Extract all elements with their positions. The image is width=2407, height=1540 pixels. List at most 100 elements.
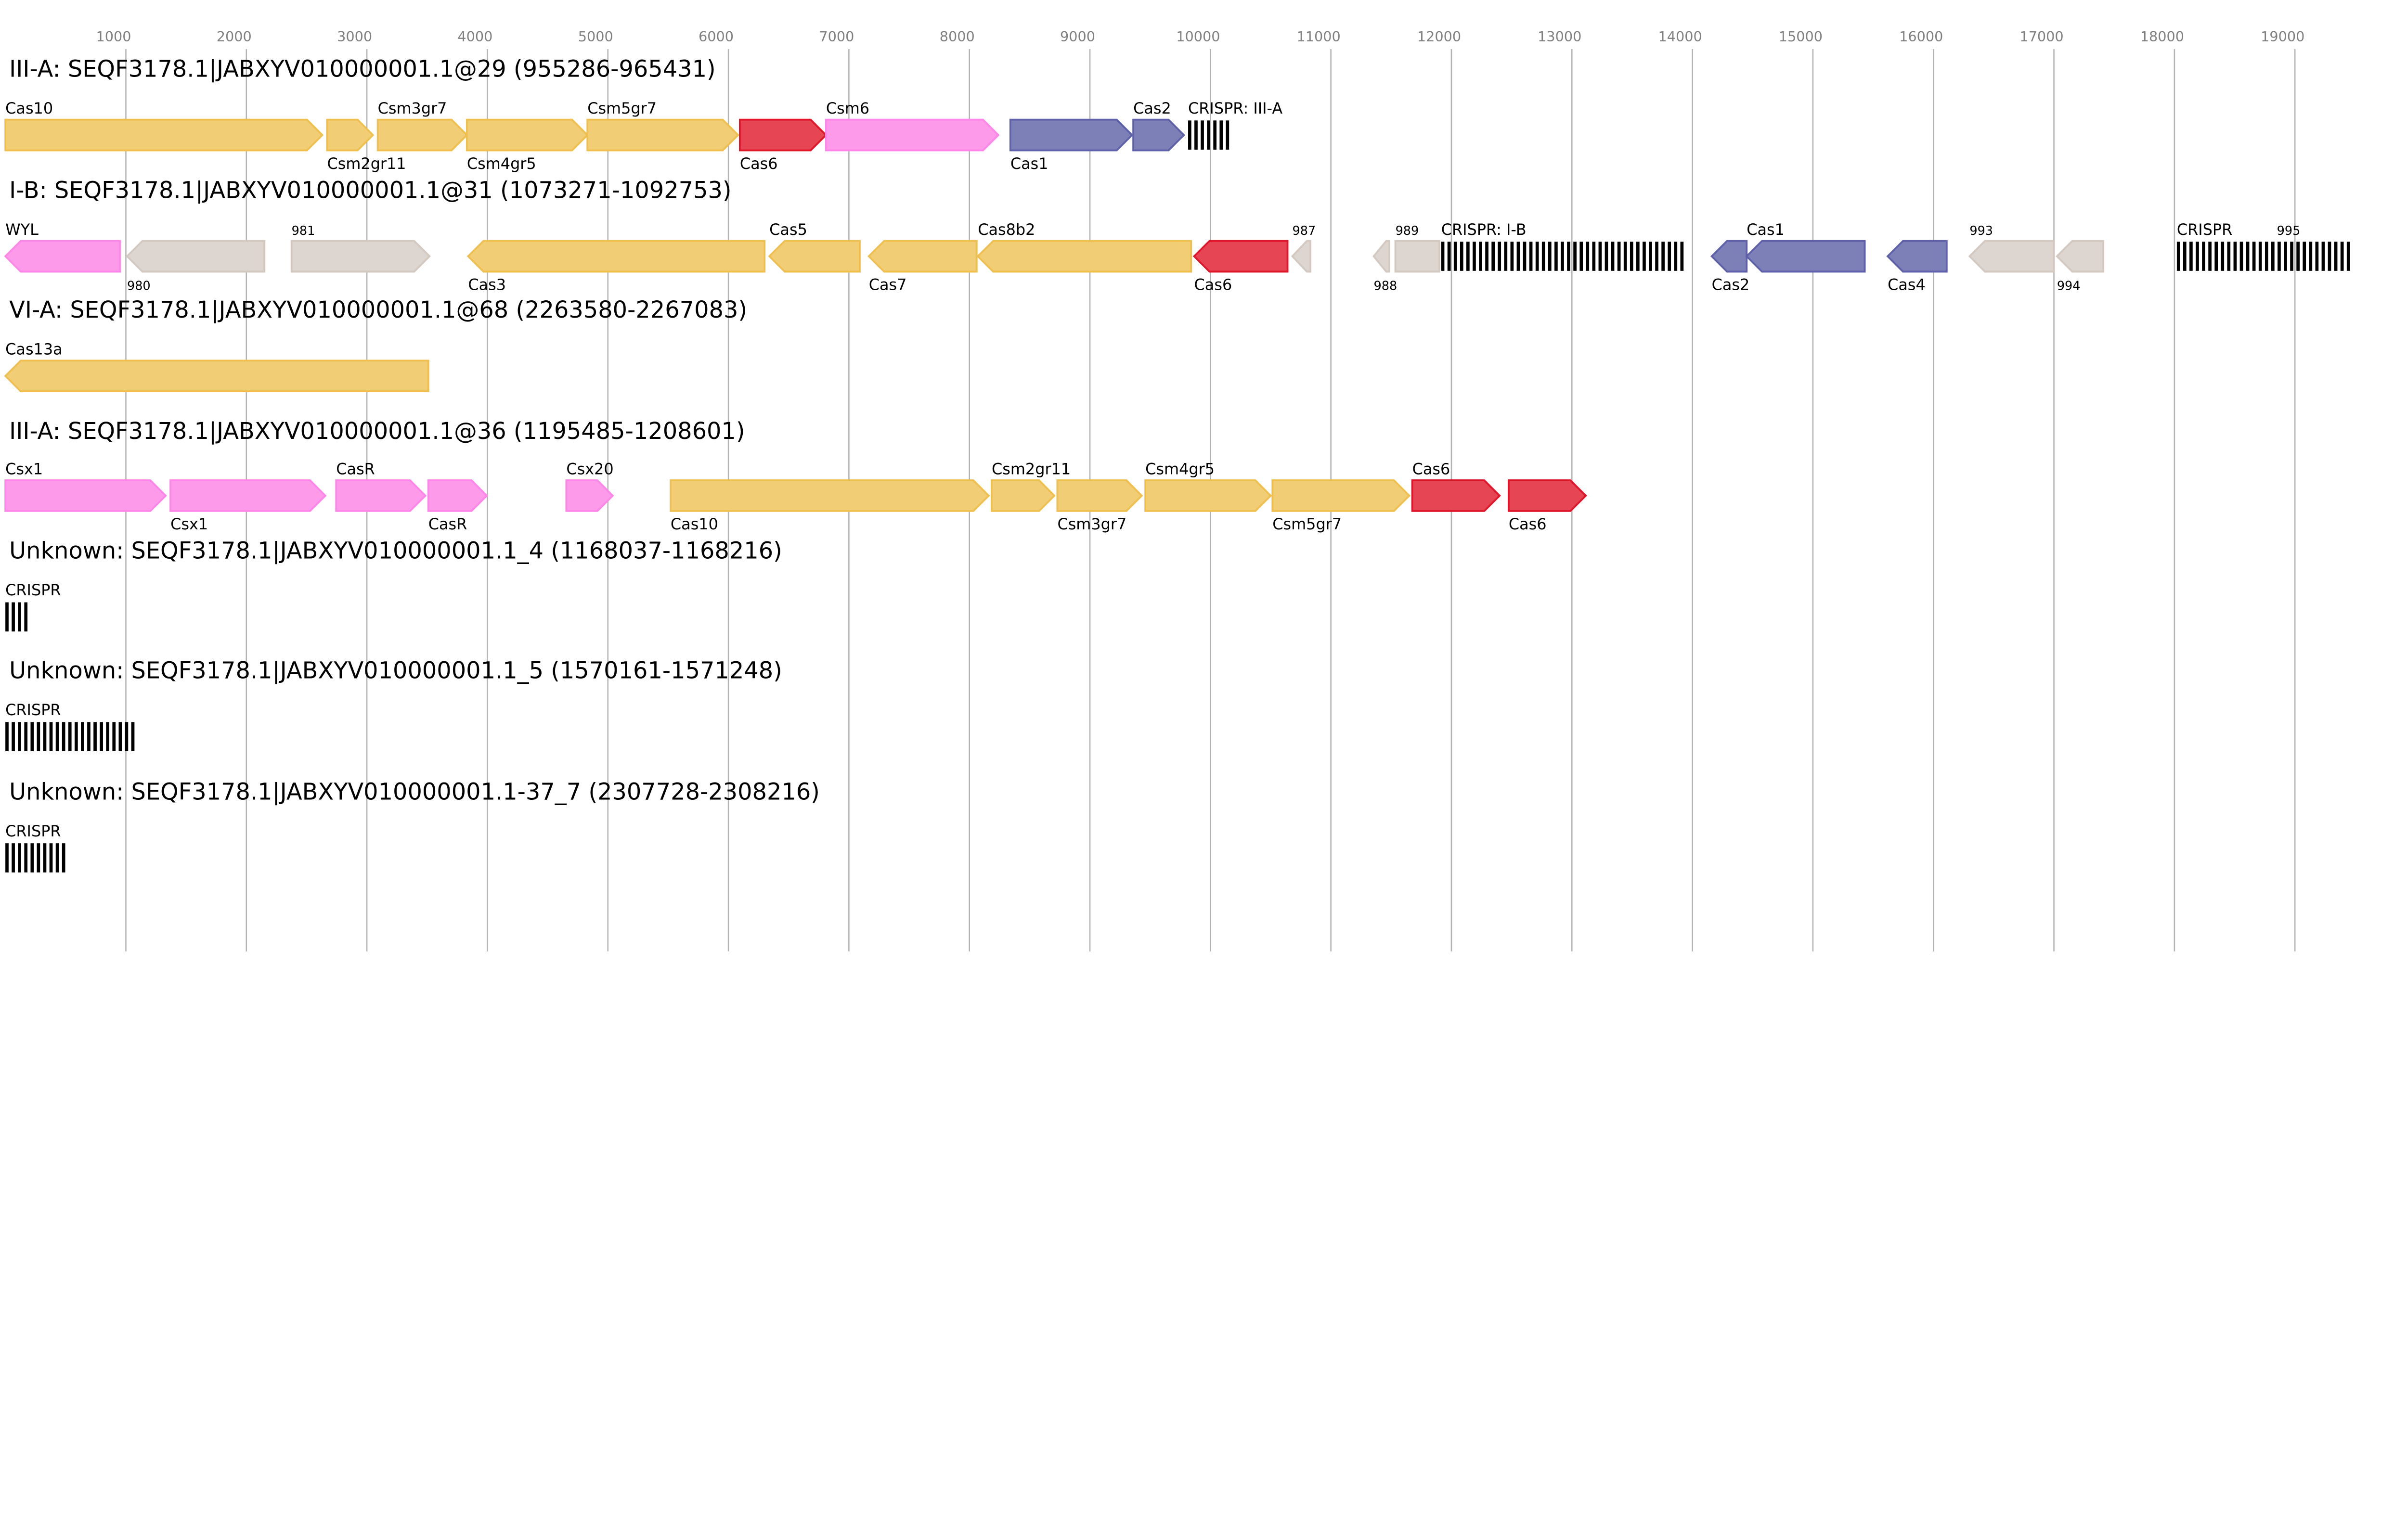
tick-label: 6000	[699, 28, 734, 45]
tick-label: 7000	[819, 28, 854, 45]
crispr-repeat	[5, 843, 9, 873]
feature-label: Csm6	[826, 99, 869, 117]
feature-label: Cas10	[5, 99, 53, 117]
crispr-repeat	[100, 722, 103, 751]
tick-label: 12000	[1417, 28, 1461, 45]
feature-label: 987	[1293, 224, 1316, 238]
crispr-repeat	[1655, 242, 1658, 271]
feature-label: Cas5	[769, 220, 807, 239]
crispr-repeat	[1491, 242, 1495, 271]
feature-label: Cas8b2	[978, 220, 1035, 239]
crispr-repeat	[2258, 242, 2262, 271]
locus-title: III-A: SEQF3178.1|JABXYV010000001.1@36 (…	[9, 418, 745, 445]
crispr-repeat	[49, 722, 53, 751]
crispr-repeat	[5, 602, 9, 632]
987-gene-arrow	[1291, 240, 1312, 273]
crispr-repeat	[2196, 242, 2199, 271]
crispr-repeat	[1573, 242, 1577, 271]
feature-label: CRISPR: I-B	[1441, 220, 1527, 239]
feature-label: 995	[2277, 224, 2301, 238]
crispr-repeat	[1561, 242, 1564, 271]
crispr-repeat	[1460, 242, 1463, 271]
crispr-repeat	[1649, 242, 1652, 271]
crispr-repeat	[1674, 242, 1678, 271]
989-gene-arrow	[1394, 240, 1440, 273]
locus-track: VI-A: SEQF3178.1|JABXYV010000001.1@68 (2…	[4, 297, 747, 393]
crispr-repeat	[2265, 242, 2268, 271]
crispr-repeat	[62, 843, 65, 873]
crispr-repeat	[2340, 242, 2344, 271]
tick-label: 10000	[1176, 28, 1220, 45]
locus-title: I-B: SEQF3178.1|JABXYV010000001.1@31 (10…	[9, 177, 731, 204]
cas5-gene-arrow	[768, 240, 861, 273]
cas2-gene-arrow	[1710, 240, 1748, 273]
crispr-repeat	[1598, 242, 1602, 271]
cas8b2-gene-arrow	[976, 240, 1192, 273]
cas7-gene-arrow	[867, 240, 978, 273]
csm2gr11-gene-arrow	[991, 479, 1056, 512]
crispr-repeat	[81, 722, 84, 751]
crispr-repeat	[12, 843, 15, 873]
feature-label: Cas6	[1509, 515, 1547, 533]
tick-label: 9000	[1060, 28, 1095, 45]
csm3gr7-gene-arrow	[1056, 479, 1143, 512]
casr-gene-arrow	[427, 479, 488, 512]
crispr-repeat	[2214, 242, 2218, 271]
cas2-gene-arrow	[1132, 118, 1185, 152]
crispr-repeat	[1510, 242, 1514, 271]
tick-label: 16000	[1899, 28, 1943, 45]
csm2gr11-gene-arrow	[326, 118, 375, 152]
crispr-repeat	[2328, 242, 2331, 271]
crispr-repeat	[43, 843, 47, 873]
crispr-repeat	[1643, 242, 1646, 271]
crispr-repeat	[24, 602, 28, 632]
csx1-gene-arrow	[169, 479, 327, 512]
crispr-repeat	[1194, 120, 1198, 150]
feature-label: 981	[292, 224, 315, 238]
crispr-repeat	[118, 722, 122, 751]
crispr-repeat	[2183, 242, 2187, 271]
feature-label: Cas6	[740, 154, 778, 173]
crispr-repeat	[1473, 242, 1476, 271]
crispr-repeat	[1586, 242, 1590, 271]
crispr-repeat	[74, 722, 78, 751]
crispr-repeat	[1213, 120, 1217, 150]
crispr-repeat	[1201, 120, 1204, 150]
crispr-repeat	[2334, 242, 2338, 271]
crispr-repeat	[1617, 242, 1621, 271]
crispr-repeat	[2271, 242, 2275, 271]
feature-label: Cas7	[869, 276, 907, 294]
crispr-repeat	[62, 722, 65, 751]
feature-label: Cas3	[468, 276, 506, 294]
crispr-repeat	[1611, 242, 1615, 271]
994-gene-arrow	[2056, 240, 2105, 273]
tick-label: 2000	[217, 28, 252, 45]
tick-label: 14000	[1658, 28, 1702, 45]
feature-label: Csx1	[170, 515, 208, 533]
crispr-repeat	[2296, 242, 2300, 271]
crispr-repeat	[1516, 242, 1520, 271]
crispr-repeat	[1485, 242, 1488, 271]
loci: III-A: SEQF3178.1|JABXYV010000001.1@29 (…	[4, 56, 2350, 873]
locus-track: Unknown: SEQF3178.1|JABXYV010000001.1_4 …	[5, 538, 782, 632]
cas1-gene-arrow	[1009, 118, 1134, 152]
crispr-repeat	[18, 602, 22, 632]
feature-label: Csm4gr5	[1145, 460, 1215, 478]
cas6-gene-arrow	[1507, 479, 1587, 512]
crispr-repeat	[1554, 242, 1558, 271]
crispr-repeat	[1579, 242, 1583, 271]
tick-label: 17000	[2019, 28, 2063, 45]
crispr-repeat	[68, 722, 72, 751]
988-gene-arrow	[1372, 240, 1390, 273]
crispr-repeat	[1605, 242, 1608, 271]
crispr-repeat	[1535, 242, 1539, 271]
crispr-repeat	[2189, 242, 2193, 271]
cas6-gene-arrow	[1411, 479, 1501, 512]
locus-track: III-A: SEQF3178.1|JABXYV010000001.1@36 (…	[4, 418, 1587, 533]
crispr-repeat	[1523, 242, 1527, 271]
crispr-repeat	[37, 843, 40, 873]
crispr-repeat	[18, 722, 22, 751]
crispr-repeat	[2208, 242, 2212, 271]
crispr-repeat	[12, 602, 15, 632]
crispr-repeat	[24, 843, 28, 873]
